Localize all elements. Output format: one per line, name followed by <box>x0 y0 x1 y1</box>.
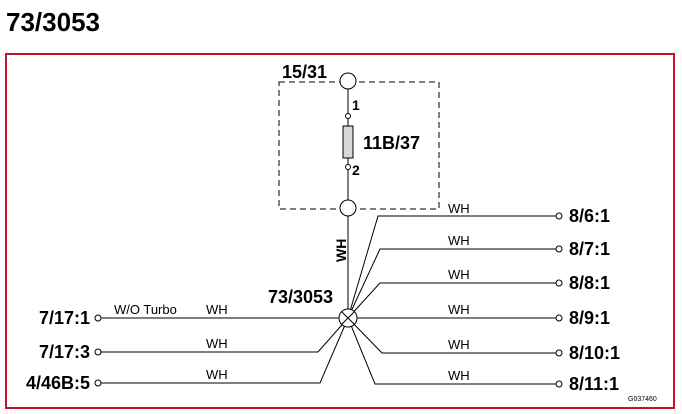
figure-code: G037460 <box>628 396 657 403</box>
page-title: 73/3053 <box>6 7 100 37</box>
vertical-wire-color: WH <box>333 239 349 262</box>
fuse-pin2-label: 2 <box>352 162 360 178</box>
splice-cross-2 <box>341 311 355 325</box>
left-terminal-label-3: 4/46B:5 <box>26 373 90 393</box>
fuse-pin1-label: 1 <box>352 97 360 113</box>
splice-label: 73/3053 <box>268 287 333 307</box>
left-terminal-circle-2 <box>94 348 102 356</box>
right-terminal-circle-1 <box>555 212 563 220</box>
right-wires <box>347 215 556 385</box>
bottom-connector-circle <box>339 199 357 217</box>
component-label: 15/31 <box>282 62 327 82</box>
component-box <box>278 81 440 210</box>
right-terminal-circle-3 <box>555 279 563 287</box>
fuse-label: 11B/37 <box>363 133 420 153</box>
right-wire-5 <box>347 317 556 354</box>
left-terminals <box>94 314 102 387</box>
left-terminal-label-2: 7/17:3 <box>39 342 90 362</box>
left-wire-color-3: WH <box>206 367 228 382</box>
left-wire-color-2: WH <box>206 336 228 351</box>
right-terminal-circle-6 <box>555 380 563 388</box>
right-terminal-circle-4 <box>555 314 563 322</box>
right-terminals <box>555 212 563 388</box>
diagram-frame <box>5 53 675 409</box>
right-terminal-circle-5 <box>555 349 563 357</box>
left-wires <box>100 317 349 384</box>
right-wire-color-1: WH <box>448 201 470 216</box>
right-wire-color-2: WH <box>448 233 470 248</box>
right-terminal-label-1: 8/6:1 <box>569 206 610 226</box>
right-wire-color-5: WH <box>448 337 470 352</box>
left-wire-color-1: WH <box>206 302 228 317</box>
right-wire-color-4: WH <box>448 302 470 317</box>
right-wire-color-3: WH <box>448 267 470 282</box>
right-wire-6 <box>347 317 556 385</box>
right-wire-3 <box>347 282 556 319</box>
right-terminal-label-4: 8/9:1 <box>569 308 610 328</box>
left-wire-3 <box>100 317 349 384</box>
right-wire-color-6: WH <box>448 368 470 383</box>
top-connector-circle <box>339 72 357 90</box>
right-terminal-label-3: 8/8:1 <box>569 273 610 293</box>
right-terminal-circle-2 <box>555 245 563 253</box>
right-terminal-label-6: 8/11:1 <box>569 374 619 394</box>
left-terminal-label-1: 7/17:1 <box>39 308 90 328</box>
right-wire-2 <box>347 248 556 319</box>
left-wire-note-1: W/O Turbo <box>114 302 177 317</box>
right-wire-1 <box>347 215 556 319</box>
left-terminal-circle-1 <box>94 314 102 322</box>
right-terminal-label-2: 8/7:1 <box>569 239 610 259</box>
left-wire-2 <box>100 317 349 353</box>
fuse-pin2-circle <box>345 164 351 170</box>
left-terminal-circle-3 <box>94 379 102 387</box>
right-terminal-label-5: 8/10:1 <box>569 343 620 363</box>
fuse-icon <box>342 125 354 159</box>
fuse-pin1-circle <box>345 113 351 119</box>
